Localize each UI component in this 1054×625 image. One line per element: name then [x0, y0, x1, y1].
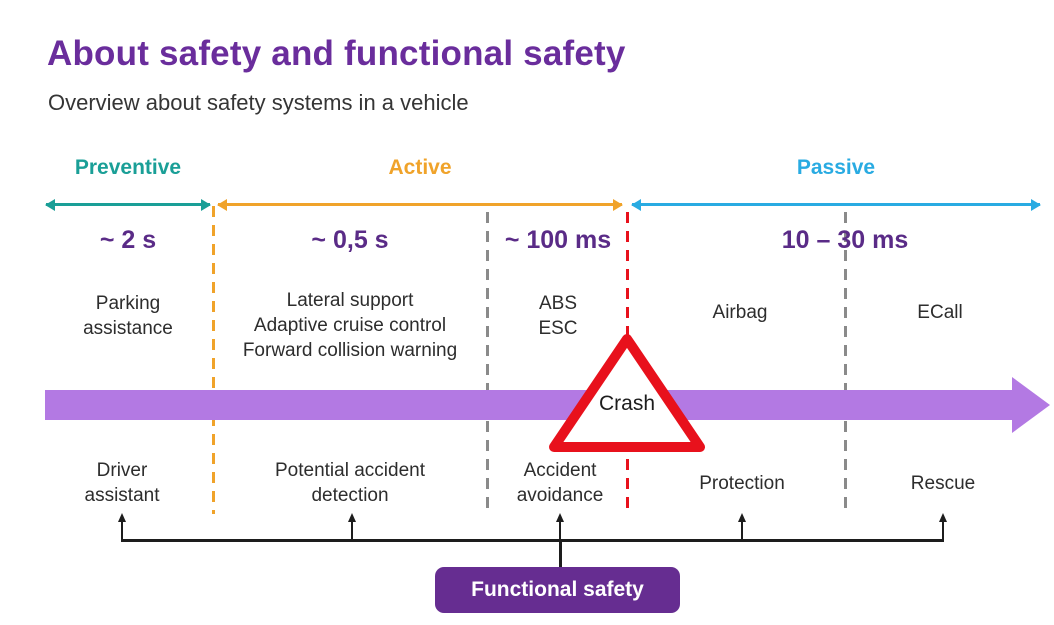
time-label-passive: 10 – 30 ms [781, 226, 909, 254]
functional-safety-label: Functional safety [471, 578, 644, 601]
bracket-up-arrow-icon [938, 513, 947, 540]
bracket-connector-line [559, 540, 562, 568]
phase-label-active: Active [388, 156, 452, 179]
stage-rescue: Rescue [910, 473, 976, 494]
bracket-line [121, 539, 944, 542]
divider-gray-dashed-right [844, 212, 847, 514]
bracket-up-arrow-icon [737, 513, 746, 540]
bracket-up-arrow-icon [117, 513, 126, 540]
system-abs-esc: ABS ESC [538, 293, 578, 340]
phase-label-preventive: Preventive [74, 156, 182, 179]
passive-range-arrow-icon [631, 198, 1041, 211]
functional-safety-badge: Functional safety [435, 567, 680, 613]
system-ecall: ECall [917, 302, 963, 323]
crash-label: Crash [598, 392, 656, 415]
bracket-up-arrow-icon [555, 513, 564, 540]
divider-orange-dashed [212, 206, 215, 514]
stage-accident-avoidance: Accident avoidance [516, 460, 604, 507]
crash-warning-triangle-icon [549, 334, 705, 452]
preventive-range-arrow-icon [45, 198, 211, 211]
page-subtitle: Overview about safety systems in a vehic… [48, 90, 469, 115]
phase-label-passive: Passive [796, 156, 876, 179]
time-label-preventive: ~ 2 s [99, 226, 157, 254]
timeline-arrowhead-icon [1012, 377, 1050, 433]
system-airbag: Airbag [712, 302, 768, 323]
stage-potential-accident-detection: Potential accident detection [275, 460, 425, 507]
time-label-active-late: ~ 100 ms [504, 226, 612, 254]
divider-gray-dashed-left [486, 212, 489, 514]
time-label-active-early: ~ 0,5 s [311, 226, 389, 254]
timeline-arrow-body [45, 390, 1013, 420]
active-range-arrow-icon [217, 198, 623, 211]
system-parking-assistance: Parking assistance [83, 293, 173, 340]
page-title: About safety and functional safety [47, 34, 626, 73]
stage-protection: Protection [699, 473, 785, 494]
stage-driver-assistant: Driver assistant [84, 460, 160, 507]
system-active-support-list: Lateral support Adaptive cruise control … [242, 290, 458, 362]
bracket-up-arrow-icon [347, 513, 356, 540]
